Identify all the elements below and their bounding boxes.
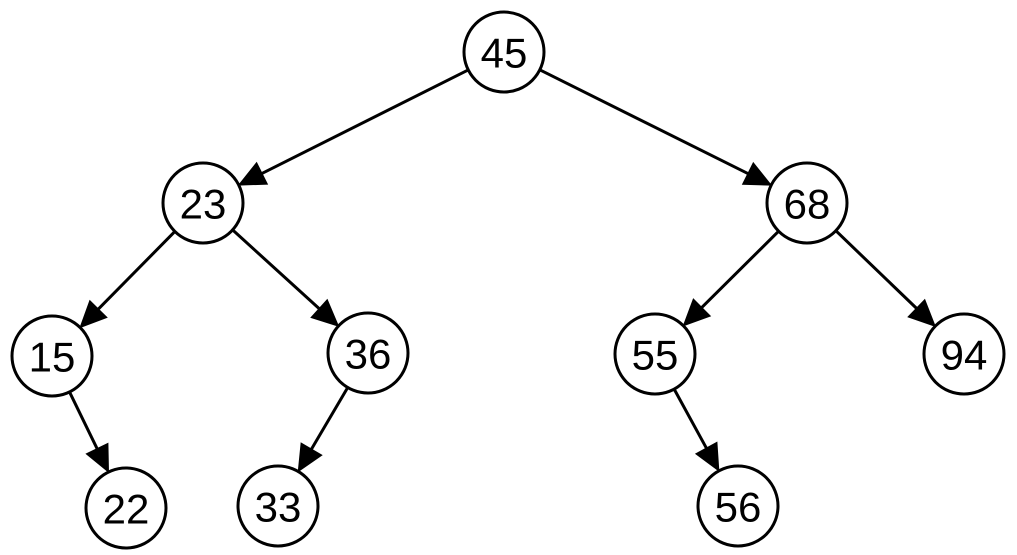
node-label: 55: [632, 332, 679, 379]
node-label: 15: [29, 334, 76, 381]
edge-15-22: [68, 391, 110, 474]
edge-line: [834, 229, 918, 310]
node-circle: [236, 464, 320, 548]
tree-node-36: 36: [326, 311, 410, 395]
tree-node-55: 55: [613, 312, 697, 396]
edge-line: [539, 68, 749, 175]
node-label: 23: [180, 181, 227, 228]
edge-line: [231, 228, 321, 310]
node-circle: [84, 466, 168, 550]
node-label: 45: [481, 30, 528, 77]
edge-36-33: [297, 386, 350, 473]
nodes-layer: 45 23 68 15 36 55 94 22 33 56: [10, 10, 1006, 550]
node-circle: [613, 312, 697, 396]
edge-23-15: [79, 230, 176, 329]
edge-line: [310, 386, 350, 450]
arrowhead-icon: [237, 161, 269, 186]
arrowhead-icon: [297, 442, 323, 473]
edges-layer: [68, 68, 937, 474]
arrowhead-icon: [79, 299, 108, 329]
tree-node-33: 33: [236, 464, 320, 548]
arrowhead-icon: [907, 298, 937, 328]
edge-line: [700, 230, 780, 309]
node-label: 22: [103, 486, 150, 533]
node-circle: [161, 161, 245, 245]
tree-node-23: 23: [161, 161, 245, 245]
edge-68-94: [834, 229, 937, 328]
edge-line: [97, 230, 176, 311]
tree-node-68: 68: [765, 161, 849, 245]
edge-68-55: [682, 230, 780, 327]
node-label: 56: [715, 484, 762, 531]
edge-23-36: [231, 228, 340, 327]
node-label: 33: [255, 484, 302, 531]
edge-45-23: [237, 68, 469, 186]
node-circle: [326, 311, 410, 395]
tree-node-22: 22: [84, 466, 168, 550]
edge-line: [68, 391, 99, 450]
tree-node-94: 94: [922, 312, 1006, 396]
tree-node-56: 56: [696, 464, 780, 548]
edge-55-56: [672, 388, 720, 472]
node-label: 68: [784, 181, 831, 228]
node-circle: [922, 312, 1006, 396]
tree-node-45: 45: [462, 10, 546, 94]
arrowhead-icon: [741, 161, 773, 186]
arrowhead-icon: [310, 298, 340, 327]
node-label: 36: [345, 331, 392, 378]
node-circle: [696, 464, 780, 548]
arrowhead-icon: [85, 442, 110, 474]
node-label: 94: [941, 332, 988, 379]
edge-line: [672, 388, 708, 449]
node-circle: [462, 10, 546, 94]
tree-node-15: 15: [10, 314, 94, 398]
edge-45-68: [539, 68, 773, 186]
node-circle: [765, 161, 849, 245]
node-circle: [10, 314, 94, 398]
arrowhead-icon: [682, 298, 712, 327]
edge-line: [261, 68, 469, 175]
arrowhead-icon: [694, 441, 720, 472]
